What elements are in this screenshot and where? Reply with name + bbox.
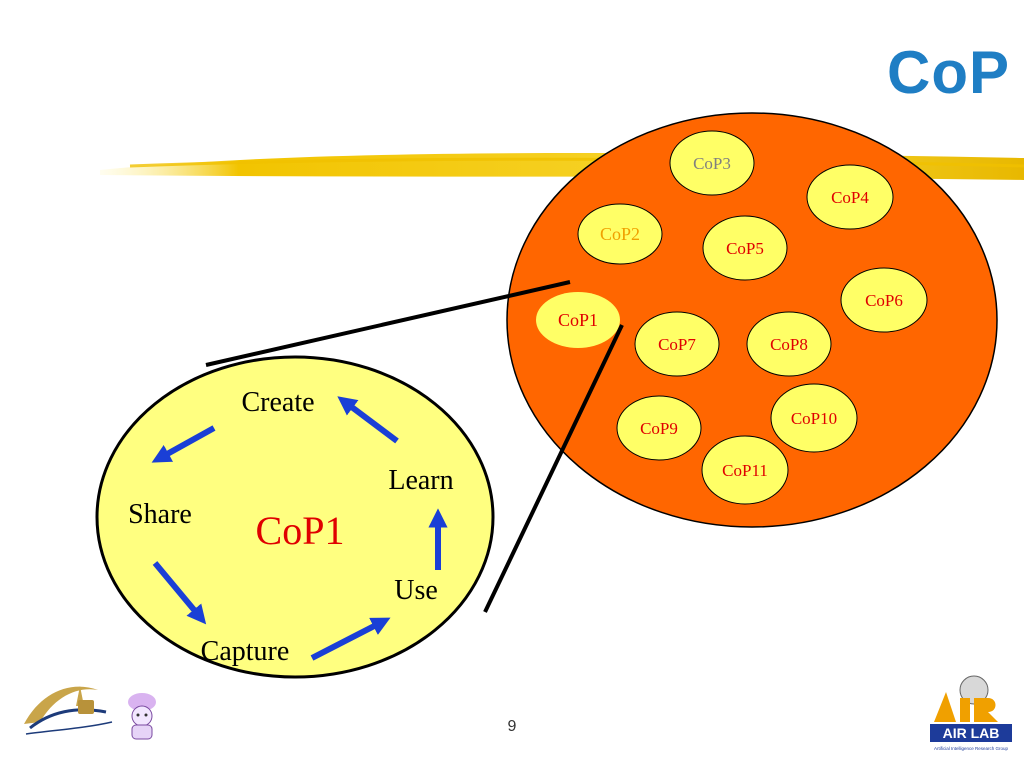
cop-bubble-label: CoP3 xyxy=(693,154,731,173)
cop-bubble-label: CoP10 xyxy=(791,409,837,428)
cop-bubble-shape xyxy=(669,130,755,196)
stage-share: Share xyxy=(128,499,192,530)
stage-capture: Capture xyxy=(201,636,290,667)
cop-bubble-5: CoP5 xyxy=(702,215,788,281)
cop-bubble-2: CoP2 xyxy=(577,203,663,265)
cop-bubble-1: CoP1 xyxy=(536,292,620,348)
cop-bubble-10: CoP10 xyxy=(770,383,858,453)
arrow-learn-to-create xyxy=(337,396,399,444)
stage-use: Use xyxy=(394,575,438,606)
cop-bubble-shape xyxy=(806,164,894,230)
cop-bubble-shape xyxy=(536,292,620,348)
cop-bubble-label: CoP9 xyxy=(640,419,678,438)
stage-learn: Learn xyxy=(388,465,453,496)
cop-bubble-shape xyxy=(616,395,702,461)
cop-bubble-9: CoP9 xyxy=(616,395,702,461)
air-lab-caption: Artificial Intelligence Research Group xyxy=(934,746,1009,751)
cop-bubble-label: CoP5 xyxy=(726,239,764,258)
zoom-line-top xyxy=(205,280,571,367)
cop-bubble-shape xyxy=(577,203,663,265)
cop-bubble-label: CoP1 xyxy=(558,310,598,330)
cop-bubble-label: CoP6 xyxy=(865,291,903,310)
cycle-center-label: CoP1 xyxy=(256,508,345,553)
mascot-icon xyxy=(128,693,156,740)
cop-bubble-shape xyxy=(701,435,789,505)
cop-bubble-label: CoP11 xyxy=(722,461,768,480)
cop-bubble-shape xyxy=(634,311,720,377)
cop-bubble-shape xyxy=(746,311,832,377)
air-lab-text: AIR LAB xyxy=(943,725,1000,741)
arrow-create-to-share xyxy=(151,425,216,463)
university-logo xyxy=(24,686,113,735)
cop-bubble-label: CoP8 xyxy=(770,335,808,354)
cop-bubble-3: CoP3 xyxy=(669,130,755,196)
cop-bubble-8: CoP8 xyxy=(746,311,832,377)
cop-bubble-shape xyxy=(840,267,928,333)
cop-bubble-shape xyxy=(702,215,788,281)
cop-bubble-label: CoP7 xyxy=(658,335,696,354)
stage-create: Create xyxy=(241,387,314,418)
cop-bubble-4: CoP4 xyxy=(806,164,894,230)
cop-bubble-label: CoP4 xyxy=(831,188,869,207)
cop-bubble-6: CoP6 xyxy=(840,267,928,333)
air-lab-logo: AIR LAB Artificial Intelligence Research… xyxy=(930,675,1012,751)
cop-bubble-7: CoP7 xyxy=(634,311,720,377)
slide-title: CoP xyxy=(887,39,1010,106)
cop-bubble-shape xyxy=(770,383,858,453)
zoom-line-bottom xyxy=(483,324,624,613)
arrow-share-to-capture xyxy=(152,561,207,625)
cop-bubble-11: CoP11 xyxy=(701,435,789,505)
cop-bubble-label: CoP2 xyxy=(600,224,640,244)
arrow-capture-to-use xyxy=(310,617,391,661)
page-number: 9 xyxy=(507,718,517,735)
